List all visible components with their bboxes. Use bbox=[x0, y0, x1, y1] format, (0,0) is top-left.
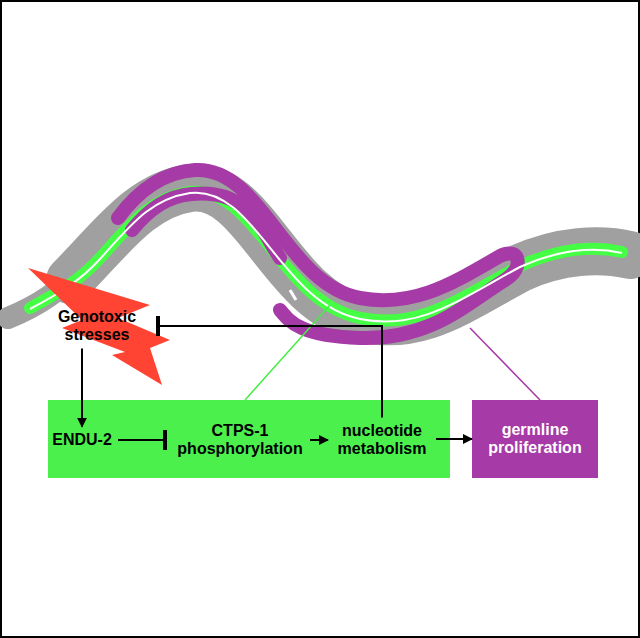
activation-arrow bbox=[310, 439, 328, 441]
lightning-bolt bbox=[28, 268, 170, 385]
activation-arrow bbox=[81, 348, 83, 426]
leader-line bbox=[470, 328, 540, 400]
activation-arrow bbox=[436, 438, 472, 440]
node-text: ENDU-2 bbox=[50, 431, 114, 449]
inhibition-line bbox=[157, 326, 382, 418]
process-label: nucleotide metabolism bbox=[332, 422, 432, 459]
node-text: Genotoxic stresses bbox=[47, 308, 147, 345]
intestine-band bbox=[48, 400, 450, 478]
leader-line bbox=[245, 305, 330, 400]
protein-label: ENDU-2 bbox=[50, 431, 114, 449]
inhibition-line bbox=[118, 439, 166, 441]
outcome-label: germline proliferation bbox=[476, 421, 594, 458]
stress-label: Genotoxic stresses bbox=[47, 308, 147, 345]
node-text: nucleotide metabolism bbox=[332, 422, 432, 459]
vulva bbox=[290, 290, 296, 300]
node-text: CTPS-1 phosphorylation bbox=[174, 422, 306, 459]
process-label: CTPS-1 phosphorylation bbox=[174, 422, 306, 459]
node-text: germline proliferation bbox=[476, 421, 594, 458]
germline-band bbox=[472, 400, 598, 478]
